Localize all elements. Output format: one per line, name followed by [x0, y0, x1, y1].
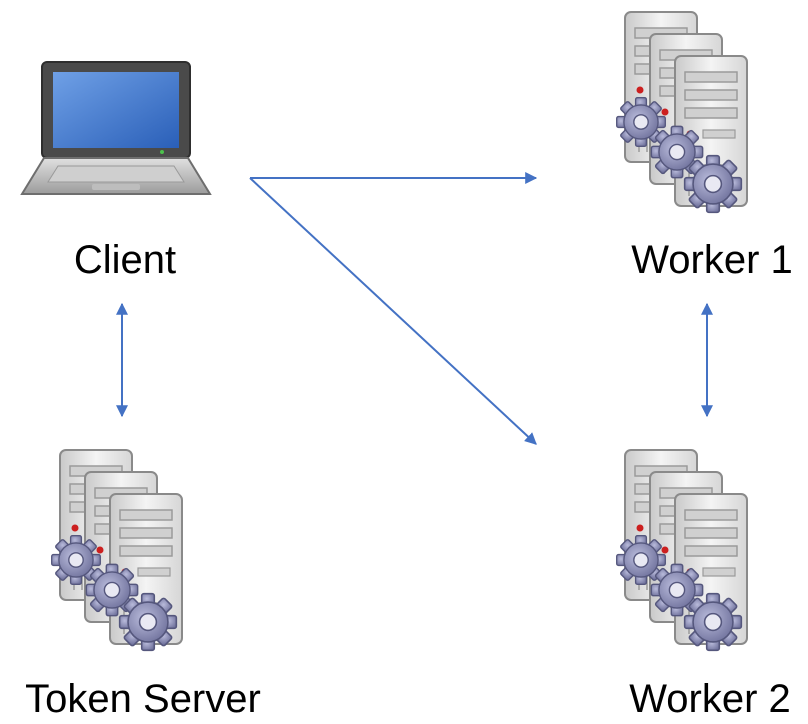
- server-cluster-icon: [52, 450, 182, 650]
- worker1-label: Worker 1: [631, 238, 793, 282]
- client-label: Client: [74, 238, 176, 282]
- worker1-node: Worker 1: [617, 12, 793, 282]
- token-server-label: Token Server: [25, 677, 261, 721]
- server-cluster-icon: [617, 450, 747, 650]
- arrow-client-to-worker2: [249, 177, 537, 445]
- server-cluster-icon: [617, 12, 747, 212]
- worker2-label: Worker 2: [629, 677, 791, 721]
- worker2-node: Worker 2: [617, 450, 791, 721]
- client-node: Client: [20, 61, 212, 282]
- laptop-icon: [20, 61, 212, 195]
- token-server-node: Token Server: [25, 450, 261, 721]
